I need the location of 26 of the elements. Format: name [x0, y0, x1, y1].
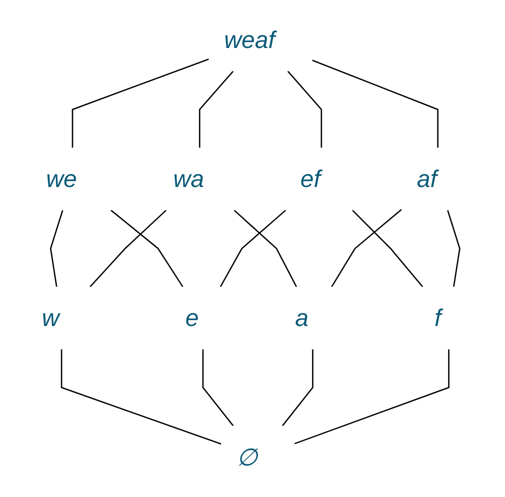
- node-text: weaf: [224, 26, 276, 54]
- connector: [50, 210, 64, 287]
- connector: [312, 60, 438, 148]
- connector: [90, 210, 167, 288]
- node-text: e: [185, 304, 199, 332]
- node-text: f: [434, 304, 442, 332]
- connector: [447, 210, 460, 287]
- node-text: ∅: [236, 443, 258, 471]
- connector: [234, 210, 298, 288]
- connector: [331, 208, 402, 288]
- node-text: a: [295, 304, 308, 332]
- connector: [60, 349, 222, 445]
- connector: [294, 349, 450, 444]
- connector: [282, 349, 314, 426]
- connector: [72, 58, 210, 148]
- connector: [202, 349, 234, 426]
- connector: [198, 70, 234, 148]
- node-text: wa: [173, 165, 204, 193]
- node-text: w: [42, 304, 60, 332]
- node-text: we: [46, 165, 77, 193]
- node-text: af: [416, 165, 437, 193]
- connector: [220, 210, 286, 288]
- node-text: ef: [300, 165, 321, 193]
- connector: [110, 210, 184, 288]
- connector: [287, 70, 322, 148]
- connector: [352, 210, 424, 288]
